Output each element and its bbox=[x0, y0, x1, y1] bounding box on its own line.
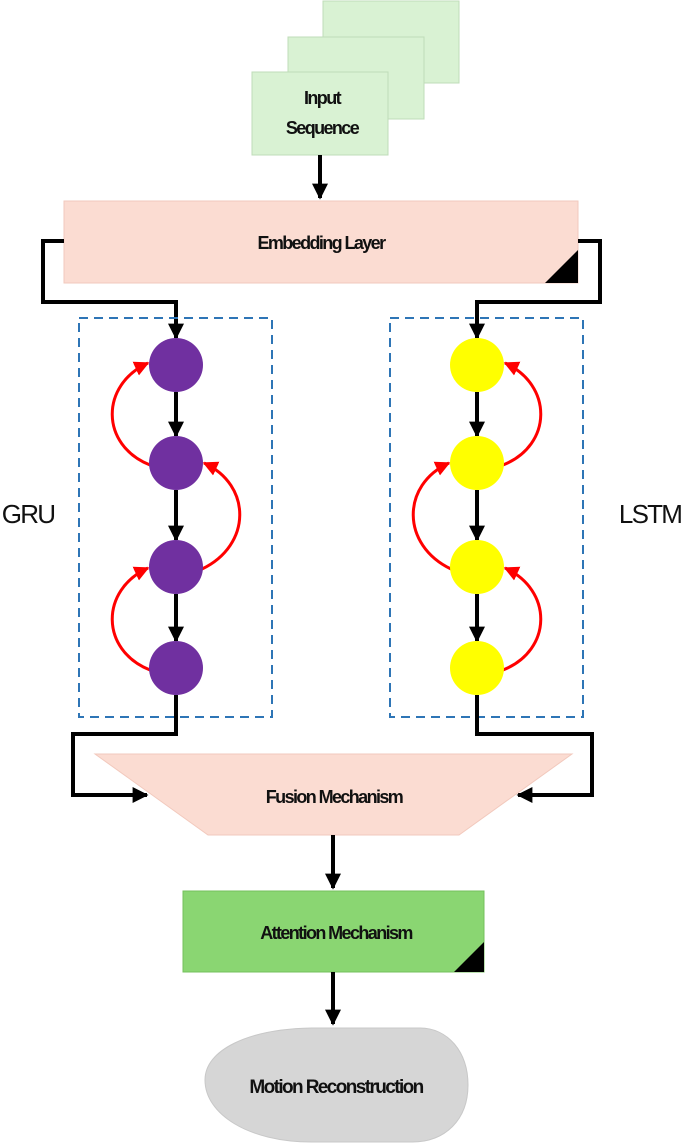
lstm-node-2 bbox=[450, 436, 504, 490]
embedding-layer-box bbox=[63, 200, 579, 284]
fusion-mechanism: Fusion Mechanism bbox=[93, 753, 574, 836]
attention-mechanism: Attention Mechanism bbox=[182, 890, 485, 973]
lstm-recurrent-arrow-1 bbox=[502, 361, 543, 467]
lstm-recurrent-arrow-2 bbox=[411, 461, 452, 571]
motion-reconstruction-shape bbox=[204, 1027, 469, 1143]
gru-node-1 bbox=[149, 338, 203, 392]
lstm-node-1 bbox=[450, 338, 504, 392]
gru-node-4 bbox=[149, 641, 203, 695]
arrow-embedding-to-gru bbox=[41, 239, 184, 340]
input-label-line1: Input bbox=[304, 88, 342, 108]
embedding-layer: Embedding Layer bbox=[63, 200, 579, 284]
motion-reconstruction-label: Motion Reconstruction bbox=[249, 1077, 423, 1098]
lstm-node-3 bbox=[450, 540, 504, 594]
gru-dashed-box bbox=[78, 317, 273, 718]
gru-recurrent-arrow-3 bbox=[110, 566, 151, 672]
lstm-branch bbox=[389, 317, 584, 718]
arrow-lstm-to-fusion bbox=[475, 695, 594, 803]
gru-node-2 bbox=[149, 436, 203, 490]
input-card-front bbox=[251, 71, 389, 156]
gru-branch bbox=[78, 317, 273, 718]
input-label-line2: Sequence bbox=[286, 118, 360, 138]
motion-reconstruction: Motion Reconstruction bbox=[204, 1027, 469, 1143]
lstm-node-4 bbox=[450, 641, 504, 695]
gru-label: GRU bbox=[2, 499, 54, 529]
arrow-embedding-to-lstm bbox=[469, 239, 602, 340]
attention-mechanism-label: Attention Mechanism bbox=[260, 923, 412, 943]
attention-mechanism-box bbox=[182, 890, 485, 973]
fusion-mechanism-label: Fusion Mechanism bbox=[266, 787, 403, 807]
embedding-layer-label: Embedding Layer bbox=[257, 233, 386, 253]
lstm-dashed-box bbox=[389, 317, 584, 718]
gru-recurrent-arrow-2 bbox=[201, 461, 242, 571]
fusion-mechanism-shape bbox=[93, 753, 574, 836]
lstm-recurrent-arrow-3 bbox=[502, 566, 543, 672]
lstm-label: LSTM bbox=[619, 499, 681, 529]
input-sequence-stack: Input Sequence bbox=[251, 0, 460, 156]
embedding-corner-mark bbox=[545, 250, 578, 283]
gru-node-3 bbox=[149, 540, 203, 594]
gru-recurrent-arrow-1 bbox=[110, 361, 151, 467]
attention-corner-mark bbox=[454, 942, 484, 972]
arrow-gru-to-fusion bbox=[71, 695, 178, 803]
